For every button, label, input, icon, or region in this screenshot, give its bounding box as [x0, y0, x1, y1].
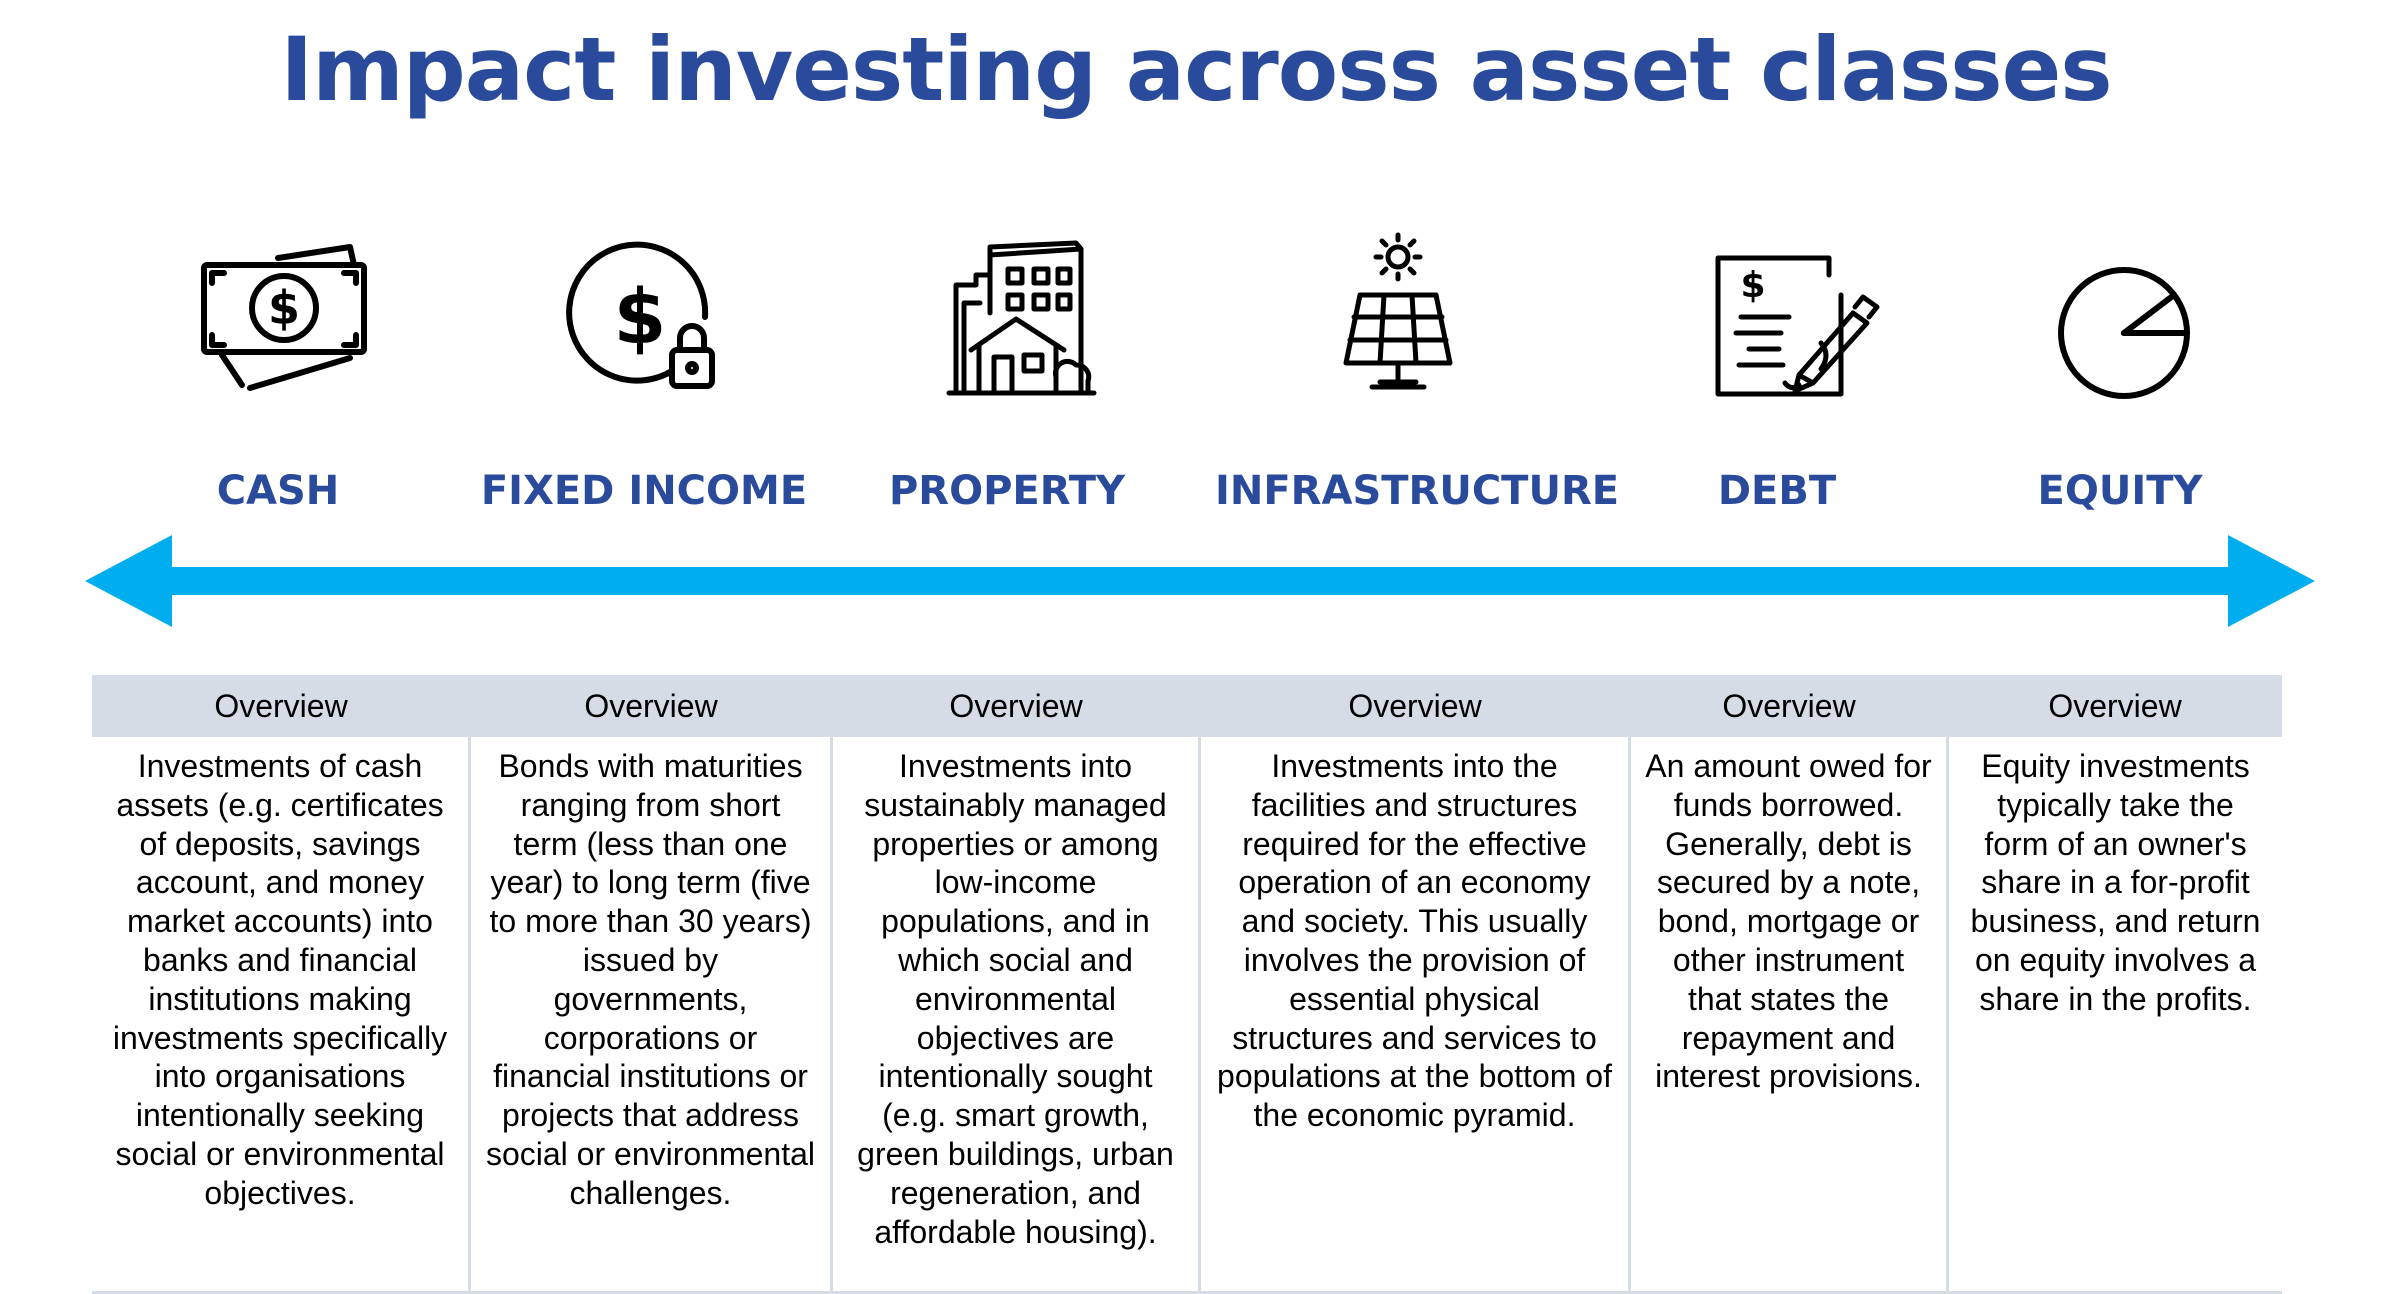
- category-label-debt: DEBT: [1717, 468, 1837, 514]
- overview-table: Overview Overview Overview Overview Over…: [92, 675, 2282, 1294]
- column-divider: [830, 737, 833, 1294]
- page-title: Impact investing across asset classes: [280, 18, 2112, 121]
- overview-header: Overview: [1348, 688, 1482, 724]
- category-label-cash: CASH: [216, 468, 340, 514]
- column-divider: [1946, 737, 1949, 1294]
- category-label-infrastructure: INFRASTRUCTURE: [1215, 468, 1620, 514]
- category-label-equity: EQUITY: [2037, 468, 2203, 514]
- overview-text-fixed-income: Bonds with maturities ranging from short…: [485, 748, 816, 1211]
- spectrum-arrow: [85, 535, 2315, 627]
- cash-banknote-icon: $: [182, 225, 382, 415]
- overview-header: Overview: [2048, 688, 2182, 724]
- pie-chart-icon: [2024, 225, 2224, 415]
- overview-text-infrastructure: Investments into the facilities and stru…: [1217, 748, 1612, 1134]
- overview-header: Overview: [1722, 688, 1856, 724]
- column-divider: [1628, 737, 1631, 1294]
- table-header-row: [92, 675, 2282, 737]
- signed-document-icon: $: [1681, 225, 1881, 415]
- column-divider: [468, 737, 471, 1294]
- column-divider: [1198, 737, 1201, 1294]
- overview-header: Overview: [214, 688, 348, 724]
- overview-header: Overview: [949, 688, 1083, 724]
- overview-text-debt: An amount owed for funds borrowed. Gener…: [1645, 748, 1932, 1095]
- svg-text:$: $: [268, 281, 300, 335]
- overview-text-cash: Investments of cash assets (e.g. certifi…: [112, 748, 448, 1211]
- svg-text:$: $: [1740, 265, 1765, 306]
- category-label-property: PROPERTY: [888, 468, 1125, 514]
- overview-text-property: Investments into sustainably managed pro…: [857, 748, 1174, 1250]
- overview-header: Overview: [584, 688, 718, 724]
- buildings-house-icon: [916, 225, 1116, 415]
- svg-text:$: $: [614, 272, 667, 361]
- solar-panel-icon: [1298, 225, 1498, 415]
- table-bottom-border: [92, 1291, 2282, 1294]
- dollar-lock-icon: $: [540, 225, 740, 415]
- category-label-fixed-income: FIXED INCOME: [480, 468, 808, 514]
- overview-text-equity: Equity investments typically take the fo…: [1970, 748, 2261, 1017]
